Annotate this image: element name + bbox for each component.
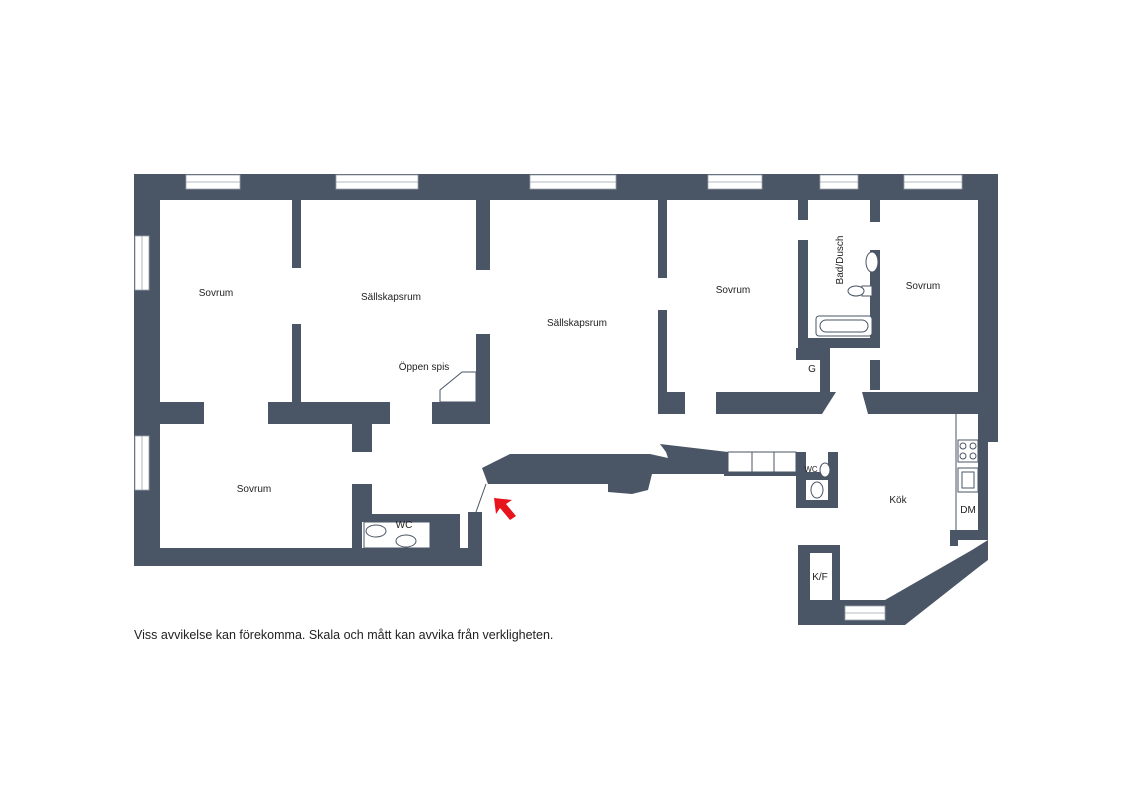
room-label-g: G <box>808 364 816 375</box>
room-labels: Sovrum Sällskapsrum Sällskapsrum Öppen s… <box>199 236 976 583</box>
disclaimer-text: Viss avvikelse kan förekomma. Skala och … <box>134 628 554 642</box>
room-label-sallskapsrum-1: Sällskapsrum <box>361 292 421 303</box>
room-label-oppen-spis: Öppen spis <box>399 361 450 373</box>
room-label-sovrum-mid: Sovrum <box>716 285 750 296</box>
room-label-sovrum-sw: Sovrum <box>237 484 271 495</box>
room-label-wc-2: WC <box>804 465 818 474</box>
room-label-sovrum-nw: Sovrum <box>199 288 233 299</box>
windows <box>134 174 963 621</box>
room-label-bad-dusch: Bad/Dusch <box>835 236 846 285</box>
room-label-sovrum-ne: Sovrum <box>906 281 940 292</box>
entrance-arrow-icon <box>494 498 516 520</box>
room-label-sallskapsrum-2: Sällskapsrum <box>547 318 607 329</box>
room-label-wc-1: WC <box>396 520 413 531</box>
fixtures <box>363 251 979 549</box>
inner-walls <box>160 200 978 600</box>
room-label-kf: K/F <box>812 572 828 583</box>
room-label-kok: Kök <box>889 495 907 506</box>
room-label-dm: DM <box>960 505 976 516</box>
